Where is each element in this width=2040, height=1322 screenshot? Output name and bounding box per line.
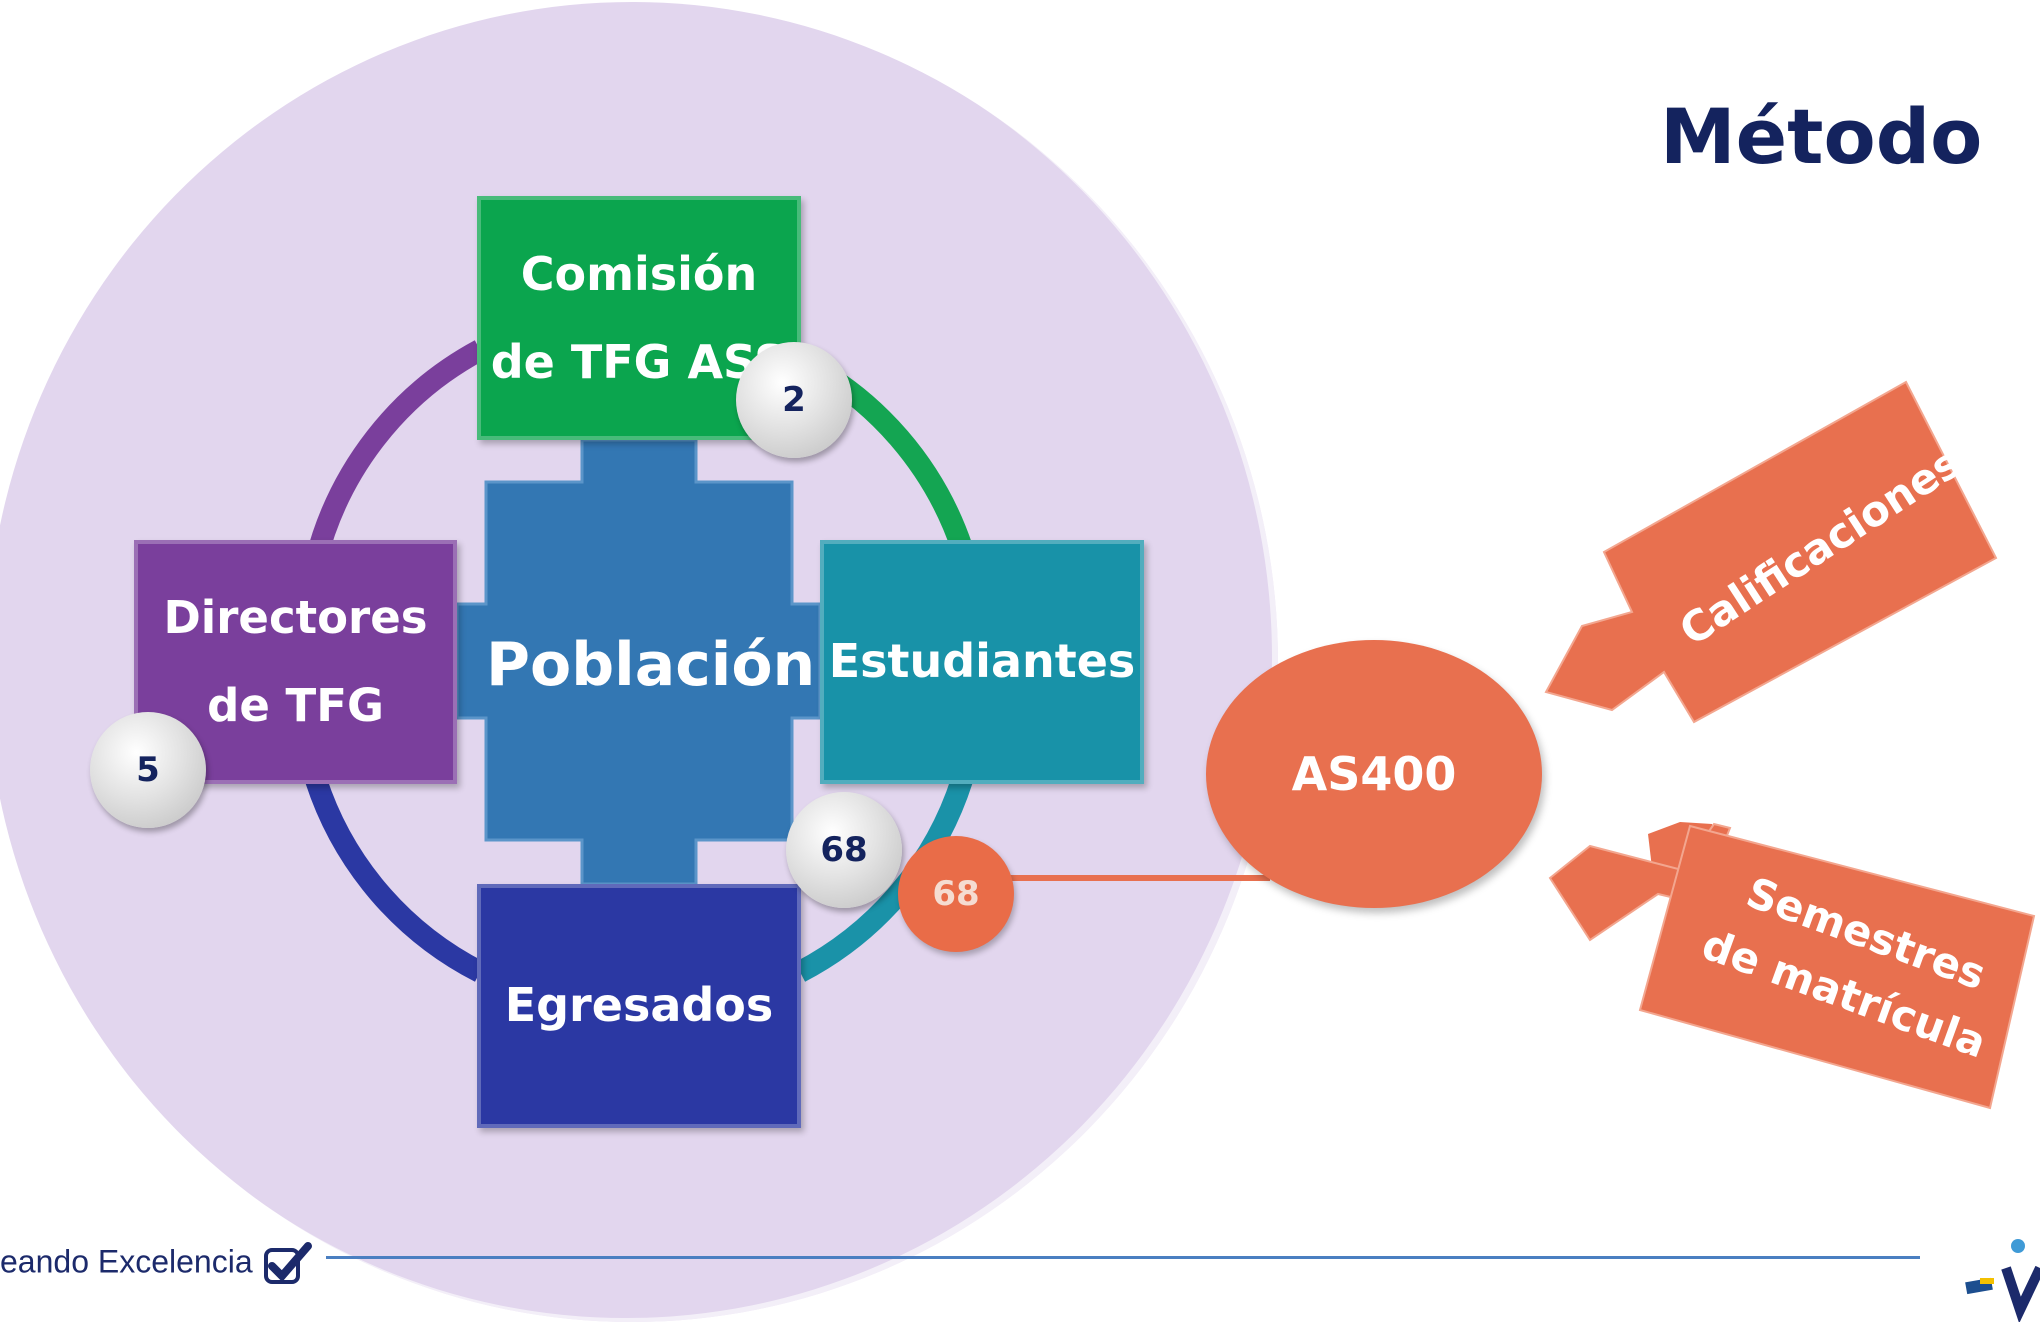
footer-divider — [326, 1256, 1920, 1259]
egresados-label: Egresados — [504, 978, 774, 1033]
footer-slogan-text: eando Excelencia — [0, 1243, 253, 1280]
directores-box: Directores de TFG — [134, 540, 457, 784]
egresados-box: Egresados — [477, 884, 801, 1128]
estudiantes-label: Estudiantes — [828, 634, 1136, 689]
page-title: Método — [1660, 92, 1983, 181]
check-icon — [263, 1242, 312, 1284]
footer-slogan: eando Excelencia — [0, 1240, 316, 1288]
calificaciones-arrow — [1544, 380, 1998, 724]
directores-count-badge: 5 — [90, 712, 206, 828]
semestres-arrow — [1548, 822, 2036, 1110]
directores-label: Directores de TFG — [163, 591, 428, 732]
as400-label: AS400 — [1291, 747, 1457, 801]
estudiantes-box: Estudiantes — [820, 540, 1144, 784]
poblacion-label: Población — [486, 630, 816, 700]
ring-arc-purple — [305, 340, 486, 563]
comision-count-badge: 2 — [736, 342, 852, 458]
logo-icon — [1965, 1239, 2040, 1322]
as400-count-badge: 68 — [898, 836, 1014, 952]
estudiantes-count-badge: 68 — [786, 792, 902, 908]
ring-arc-navy — [305, 776, 485, 982]
comision-label: Comisión de TFG ASS — [490, 247, 788, 389]
as400-node: AS400 — [1206, 640, 1542, 908]
